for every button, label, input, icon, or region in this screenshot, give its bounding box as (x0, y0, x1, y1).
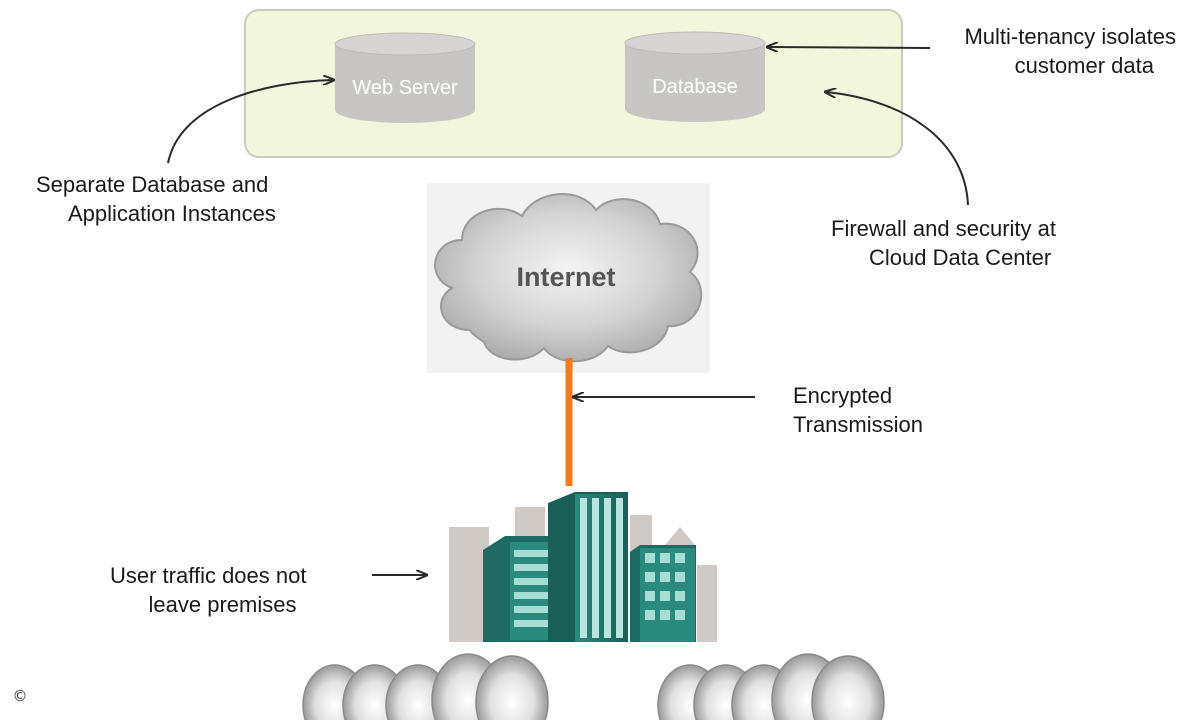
user-traffic-annotation: User traffic does not leave premises (110, 561, 306, 619)
encrypted-transmission-annotation: Encrypted Transmission (793, 381, 923, 439)
web-server-label: Web Server (352, 77, 458, 99)
user-traffic-line2: leave premises (148, 592, 297, 617)
internet-cloud: Internet (427, 183, 710, 373)
firewall-line1: Firewall and security at (831, 216, 1056, 241)
right-disc-group (657, 653, 885, 720)
multi-tenancy-annotation: Multi-tenancy isolates customer data (964, 22, 1176, 80)
database-cylinder: Database (624, 31, 766, 122)
multi-tenancy-arrow (768, 47, 931, 48)
firewall-arrow (826, 92, 969, 206)
firewall-annotation: Firewall and security at Cloud Data Cent… (831, 214, 1056, 272)
encrypted-line2: Transmission (793, 412, 923, 437)
separate-instances-annotation: Separate Database and Application Instan… (36, 170, 276, 228)
copyright-icon: © (12, 687, 28, 705)
user-traffic-line1: User traffic does not (110, 563, 307, 588)
separate-instances-line2: Application Instances (68, 201, 276, 226)
database-label: Database (652, 76, 738, 98)
left-disc-group (302, 653, 549, 720)
encrypted-line1: Encrypted (793, 383, 893, 408)
office-buildings (449, 492, 717, 642)
web-server-cylinder: Web Server (334, 32, 476, 123)
multi-tenancy-line2: customer data (1014, 53, 1154, 78)
internet-label: Internet (516, 262, 615, 292)
separate-instances-arrow (167, 80, 333, 164)
multi-tenancy-line1: Multi-tenancy isolates (964, 24, 1176, 49)
separate-instances-line1: Separate Database and (36, 172, 269, 197)
firewall-line2: Cloud Data Center (869, 245, 1052, 270)
